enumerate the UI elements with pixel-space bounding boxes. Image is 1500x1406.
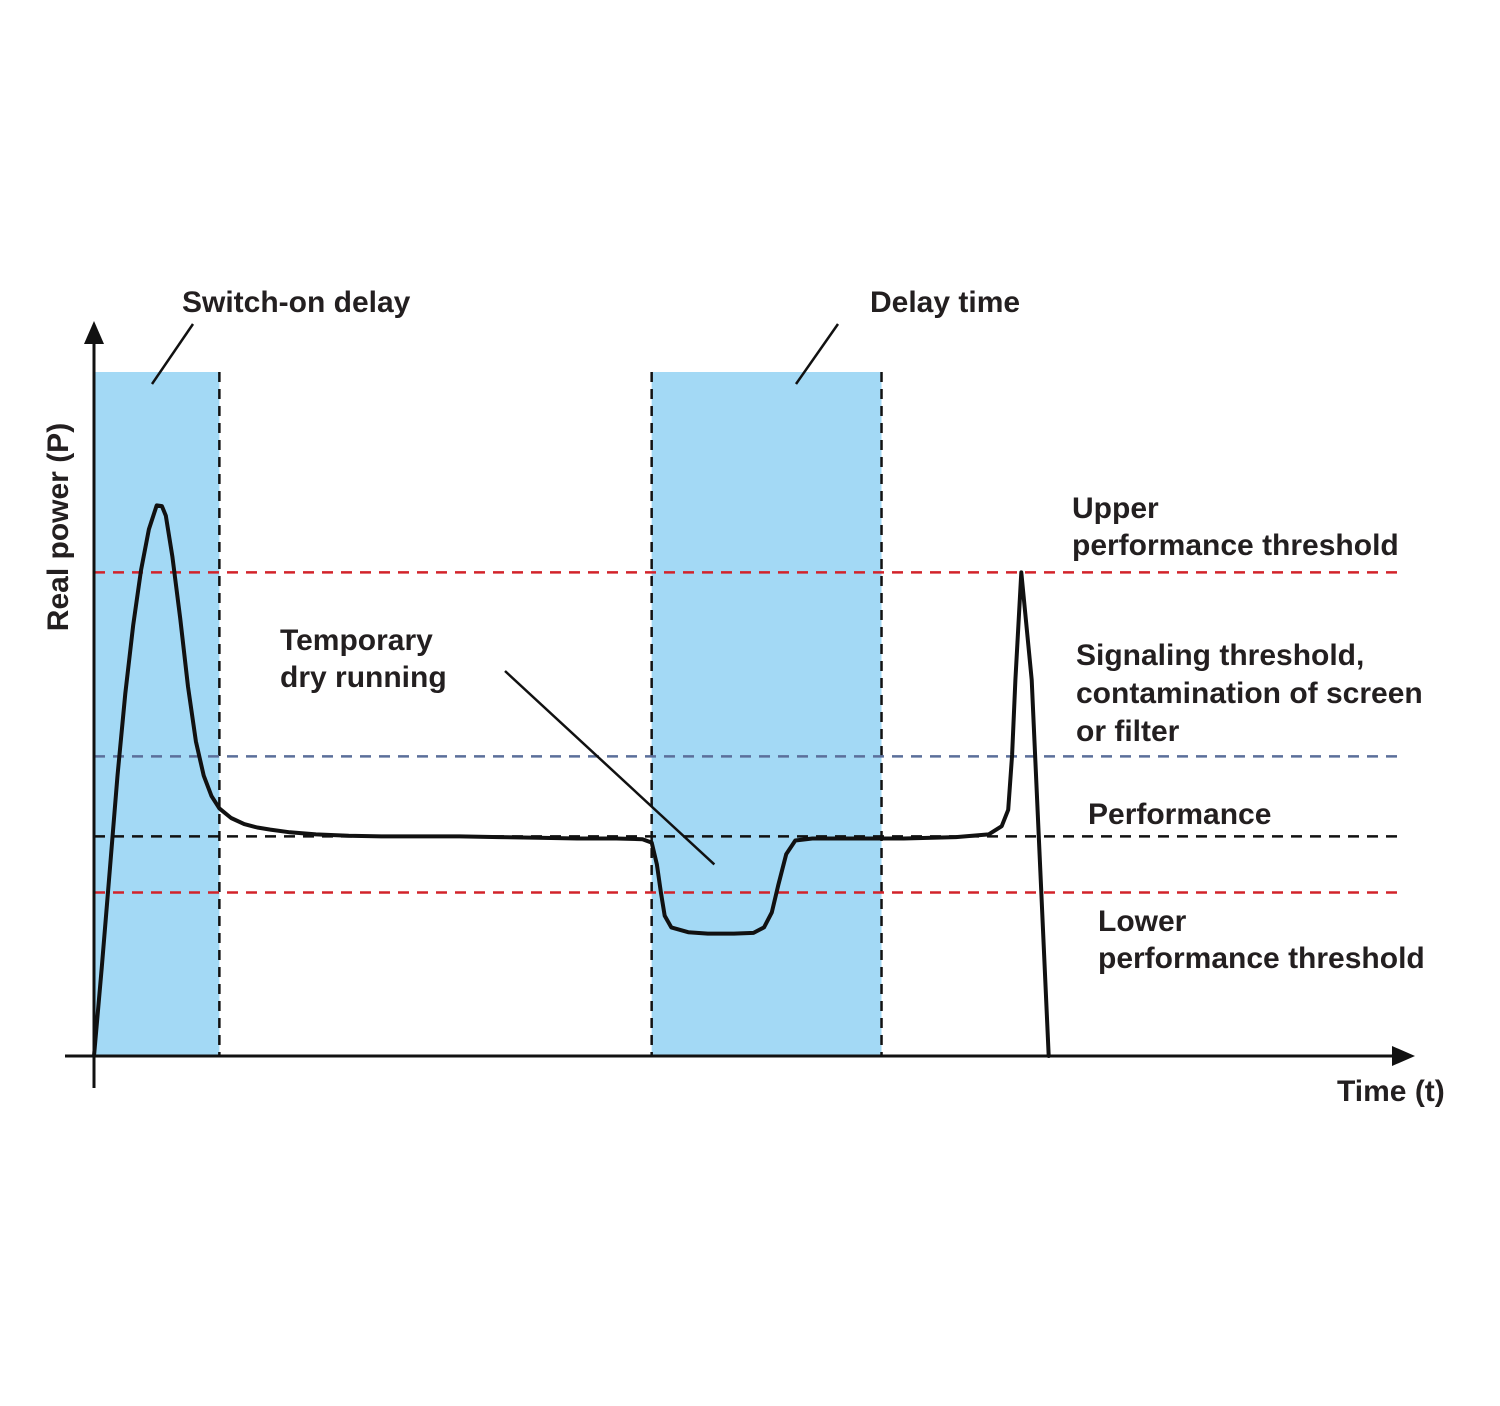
lower-threshold-label-line-2: performance threshold (1098, 942, 1425, 975)
signaling-threshold-label-line-1: Signaling threshold, (1076, 639, 1364, 672)
dry-running-leader (504, 670, 716, 866)
y-axis-arrow-icon (84, 321, 104, 344)
y-axis-label: Real power (P) (42, 423, 75, 631)
dry-running-label-line-1: Temporary (280, 624, 433, 657)
switch-on-delay-band (94, 372, 220, 1056)
x-axis-arrow-icon (1392, 1046, 1415, 1066)
lower-threshold-label-line-1: Lower (1098, 905, 1187, 938)
reference-lines (94, 571, 1400, 894)
delay-time-band (651, 372, 882, 1056)
series-group (92, 503, 1051, 1058)
axes (65, 321, 1415, 1088)
delay-time-leader (794, 323, 840, 385)
power-curve-line (92, 503, 1051, 1058)
dry-running-label-line-2: dry running (280, 661, 447, 694)
signaling-threshold-label-line-2: contamination of screen (1076, 677, 1423, 710)
upper-threshold-label-line-1: Upper (1072, 492, 1159, 525)
performance-threshold-label: Performance (1088, 798, 1271, 831)
delay-time-label: Delay time (870, 286, 1020, 319)
leader-lines (150, 323, 840, 866)
upper-threshold-label-line-2: performance threshold (1072, 529, 1399, 562)
switch-on-delay-label: Switch-on delay (182, 286, 411, 319)
x-axis-label: Time (t) (1337, 1075, 1445, 1108)
delay-bands (94, 372, 883, 1056)
signaling-threshold-label-line-3: or filter (1076, 715, 1180, 748)
switch-on-delay-leader (150, 323, 195, 385)
